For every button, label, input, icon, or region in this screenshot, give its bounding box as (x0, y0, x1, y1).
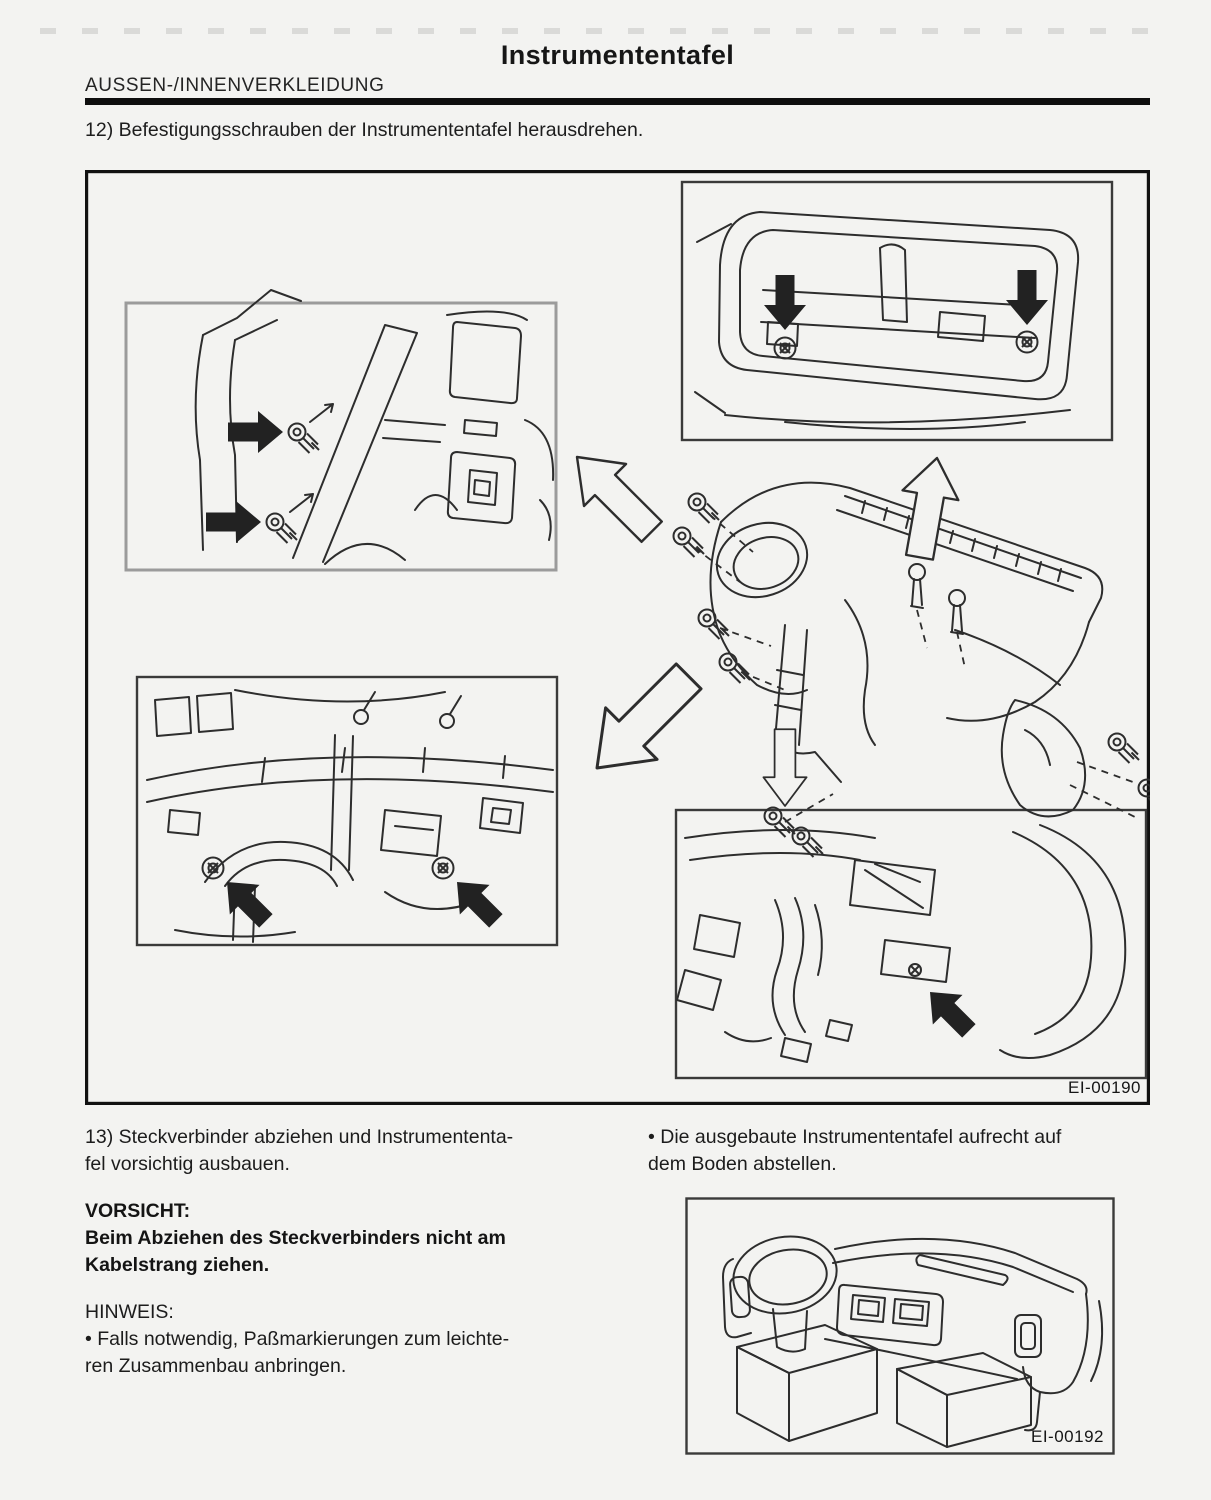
figure2-border (685, 1197, 1115, 1455)
callout-arrow-icon (442, 867, 511, 936)
callout-arrow-icon (1006, 270, 1048, 325)
storage-bullet-line: dem Boden abstellen. (648, 1153, 837, 1175)
left-text-column: 13) Steckverbinder abziehen und Instrume… (85, 1124, 615, 1380)
right-text-column: • Die ausgebaute Instrumententafel aufre… (648, 1124, 1153, 1178)
panel-storage-drawing (685, 1197, 1115, 1455)
storage-bullet-line: • Die ausgebaute Instrumententafel aufre… (648, 1126, 1062, 1148)
inset-apillar-screws (124, 289, 558, 572)
removal-direction-arrow-icon (569, 649, 716, 796)
note-line: • Falls notwendig, Paßmarkierungen zum l… (85, 1328, 510, 1350)
divider-rule (85, 98, 1150, 105)
note-line: ren Zusammenbau anbringen. (85, 1355, 347, 1377)
figure-panel-storage: EI-00192 (685, 1197, 1115, 1455)
callout-arrow-icon (206, 501, 261, 543)
note-heading: HINWEIS: (85, 1301, 174, 1323)
removal-diagram-drawing (85, 170, 1150, 1105)
note-block: HINWEIS: • Falls notwendig, Paßmarkierun… (85, 1299, 615, 1380)
inset-underdash-harness (674, 808, 1148, 1080)
figure-removal-diagram: EI-00190 (85, 170, 1150, 1105)
callout-arrow-icon (228, 411, 283, 453)
inset-glovebox-opening (680, 180, 1114, 442)
scan-artifact (40, 28, 1170, 34)
storage-bullet-text: • Die ausgebaute Instrumententafel aufre… (648, 1124, 1153, 1178)
removal-direction-arrow-icon (554, 434, 674, 554)
figure2-code-label: EI-00192 (1031, 1427, 1104, 1446)
caution-line: Kabelstrang ziehen. (85, 1254, 270, 1276)
inset-steering-column-screws (135, 675, 559, 947)
support-boxes (736, 1324, 1032, 1448)
caution-block: VORSICHT: Beim Abziehen des Steckverbind… (85, 1198, 615, 1279)
step-13-line: fel vorsichtig ausbauen. (85, 1153, 290, 1175)
callout-arrow-icon (915, 977, 984, 1046)
figure1-code-label: EI-00190 (1068, 1078, 1141, 1097)
page-title: Instrumententafel (500, 40, 735, 70)
stored-instrument-panel (722, 1235, 1104, 1432)
caution-heading: VORSICHT: (85, 1200, 191, 1222)
figure1-border (85, 170, 1150, 1105)
section-heading: AUSSEN-/INNENVERKLEIDUNG (85, 75, 385, 96)
step-13-text: 13) Steckverbinder abziehen und Instrume… (85, 1124, 615, 1178)
step-12-text: 12) Befestigungsschrauben der Instrument… (85, 119, 644, 141)
step-13-line: 13) Steckverbinder abziehen und Instrume… (85, 1126, 514, 1148)
removal-direction-arrow-icon (890, 451, 967, 564)
caution-line: Beim Abziehen des Steckverbinders nicht … (85, 1227, 506, 1249)
instrument-panel-exploded-view (554, 434, 1150, 858)
callout-arrow-icon (212, 867, 281, 936)
